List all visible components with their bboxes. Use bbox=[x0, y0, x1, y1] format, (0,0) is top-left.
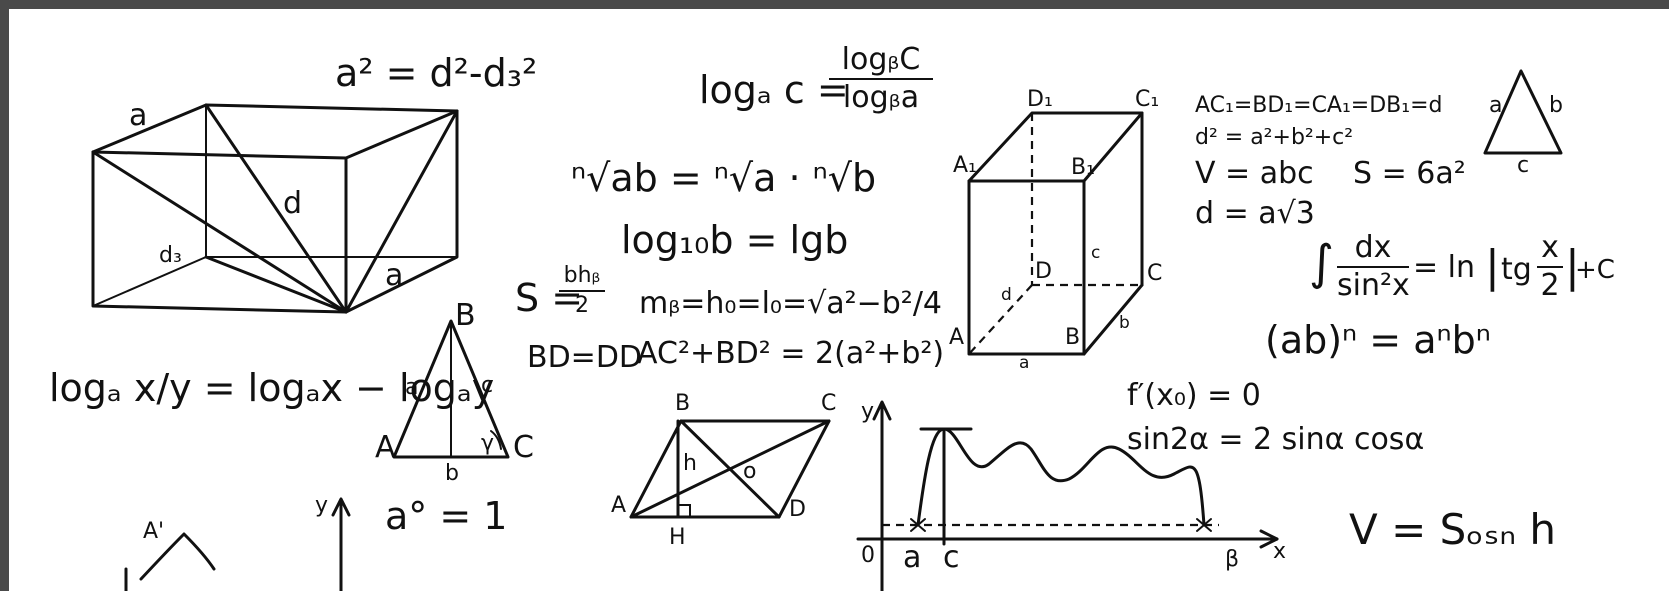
prism-formula: a² = d²-d₃² bbox=[335, 51, 538, 95]
prism-label-a-top: a bbox=[129, 98, 148, 133]
cube-vertex-b: B bbox=[1065, 325, 1081, 350]
graph-c-label: c bbox=[943, 540, 960, 575]
log-base-change-lhs: logₐ c = bbox=[699, 68, 849, 112]
log10-formula: log₁₀b = lgb bbox=[621, 218, 849, 262]
triangle-vertex-c: C bbox=[513, 430, 534, 465]
area-formula-fraction: bhᵦ 2 bbox=[559, 265, 605, 317]
rotation-label: A' bbox=[143, 519, 165, 544]
cube-volume-formula: V = abc bbox=[1195, 156, 1314, 191]
area-formula-denominator: 2 bbox=[575, 293, 589, 318]
cube-vertex-a1: A₁ bbox=[953, 153, 977, 178]
log-base-change-numerator: logᵦC bbox=[841, 42, 921, 77]
prism-drawing bbox=[91, 103, 459, 314]
cube-diagonals-formula: AC₁=BD₁=CA₁=DB₁=d bbox=[1195, 93, 1443, 118]
integral-denominator: sin²x bbox=[1337, 268, 1410, 303]
integral-fraction: dx sin²x bbox=[1337, 230, 1410, 303]
integral-numerator: dx bbox=[1354, 230, 1392, 265]
triangle-vertex-b: B bbox=[455, 298, 476, 333]
prism-label-d: d bbox=[283, 186, 303, 221]
small-triangle-side-b: b bbox=[1549, 93, 1563, 118]
graph-y-label: y bbox=[861, 399, 875, 424]
cube-vertex-a: A bbox=[949, 325, 965, 350]
bd-dd-formula: BD=DD bbox=[527, 340, 643, 375]
cube-diag-formula: d = a√3 bbox=[1195, 196, 1315, 231]
cube-edge-b: b bbox=[1119, 313, 1130, 333]
small-triangle-drawing bbox=[1483, 69, 1563, 155]
log-quotient-formula: logₐ x/y = logₐx − logₐy bbox=[49, 366, 495, 410]
cube-edge-a: a bbox=[1019, 353, 1030, 373]
log-base-change-denominator: logᵦa bbox=[842, 80, 920, 115]
medians-formula: mᵦ=h₀=l₀=√a²−b²/4 bbox=[639, 286, 943, 321]
parallelogram-foot-h: H bbox=[669, 525, 686, 550]
cube-drawing bbox=[967, 111, 1144, 356]
cube-vertex-d: D bbox=[1035, 259, 1052, 284]
cube-surface-formula: S = 6a² bbox=[1353, 156, 1466, 191]
a-power-zero-formula: a° = 1 bbox=[385, 494, 508, 538]
chalkboard-canvas: a² = d²-d₃² a d d₃ a logₐ c = logᵦC logᵦ… bbox=[9, 9, 1669, 591]
prism-label-a-base: a bbox=[385, 258, 404, 293]
derivative-formula: f′(x₀) = 0 bbox=[1127, 378, 1261, 413]
cube-vertex-c: C bbox=[1147, 261, 1163, 286]
ac-bd-formula: AC²+BD² = 2(a²+b²) bbox=[637, 336, 945, 371]
prism-label-d3: d₃ bbox=[159, 243, 182, 268]
parallelogram-vertex-b: B bbox=[675, 391, 691, 416]
root-product-formula: ⁿ√ab = ⁿ√a · ⁿ√b bbox=[571, 156, 877, 200]
triangle-angle-gamma: γ bbox=[481, 431, 495, 456]
cube-edge-d: d bbox=[1001, 285, 1012, 305]
cube-d-squared-formula: d² = a²+b²+c² bbox=[1195, 125, 1354, 150]
small-triangle-side-a: a bbox=[1489, 93, 1503, 118]
integral-half-fraction: x 2 bbox=[1537, 233, 1563, 301]
graph-a-label: a bbox=[903, 540, 922, 575]
integral-abs-right: | bbox=[1565, 241, 1580, 292]
power-product-formula: (ab)ⁿ = aⁿbⁿ bbox=[1265, 318, 1491, 362]
geometry-drawings bbox=[91, 69, 1563, 591]
integral-tg: tg bbox=[1501, 252, 1532, 287]
cube-edge-c: c bbox=[1091, 243, 1101, 263]
integral-ln: = ln bbox=[1413, 250, 1476, 285]
integral-abs-left: | bbox=[1485, 241, 1500, 292]
cube-vertex-d1: D₁ bbox=[1027, 87, 1053, 112]
function-graph-drawing bbox=[856, 400, 1279, 591]
cube-vertex-b1: B₁ bbox=[1071, 155, 1095, 180]
parallelogram-drawing bbox=[629, 419, 831, 519]
parallelogram-vertex-c: C bbox=[821, 391, 837, 416]
log-base-change-fraction: logᵦC logᵦa bbox=[829, 45, 933, 113]
triangle-side-b: b bbox=[445, 461, 459, 486]
parallelogram-vertex-d: D bbox=[789, 497, 806, 522]
integral-constant: +C bbox=[1575, 255, 1615, 285]
graph-b-label: β bbox=[1225, 547, 1240, 572]
area-formula-lhs: S = bbox=[515, 276, 584, 320]
graph-origin-label: 0 bbox=[861, 543, 875, 568]
graph-x-label: x bbox=[1273, 539, 1287, 564]
small-axis-drawing bbox=[124, 497, 351, 591]
triangle-side-c: c bbox=[481, 373, 494, 398]
area-formula-numerator: bhᵦ bbox=[563, 263, 601, 288]
parallelogram-vertex-a: A bbox=[611, 493, 627, 518]
parallelogram-height-h: h bbox=[683, 451, 697, 476]
small-triangle-side-c: c bbox=[1517, 153, 1530, 178]
cone-volume-formula: V = Sₒₛₙ h bbox=[1349, 505, 1557, 554]
triangle-vertex-a: A bbox=[375, 430, 396, 465]
triangle-side-a: a bbox=[405, 375, 419, 400]
small-axis-y-label: y bbox=[315, 493, 329, 518]
integral-half-denominator: 2 bbox=[1540, 268, 1560, 303]
integral-half-numerator: x bbox=[1541, 230, 1559, 265]
sin-double-formula: sin2α = 2 sinα cosα bbox=[1127, 422, 1425, 457]
parallelogram-center-o: o bbox=[743, 459, 757, 484]
cube-vertex-c1: C₁ bbox=[1135, 87, 1160, 112]
isosceles-triangle-drawing bbox=[392, 319, 510, 459]
integral-sign: ∫ bbox=[1309, 235, 1335, 291]
